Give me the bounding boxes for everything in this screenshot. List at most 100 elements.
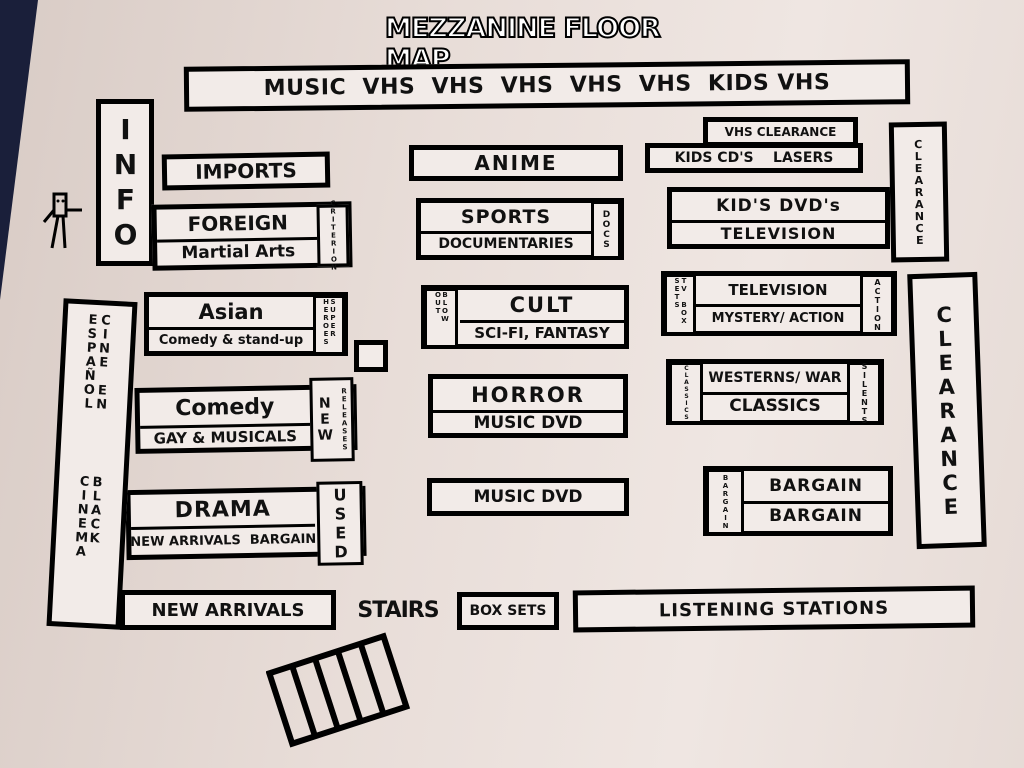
listening-stations-section: LISTENING STATIONS bbox=[572, 585, 976, 633]
docs-text: DOCS bbox=[601, 210, 612, 250]
sports-label: SPORTS bbox=[421, 203, 591, 234]
asian-label: Asian bbox=[149, 297, 313, 330]
music-dvd-label-1: MUSIC DVD bbox=[473, 413, 583, 433]
listening-stations-label: LISTENING STATIONS bbox=[658, 597, 890, 621]
anime-label: ANIME bbox=[474, 151, 558, 175]
clearance-big-section: CLEARANCE bbox=[907, 271, 987, 550]
new-releases-tab: NEW RELEASES bbox=[309, 377, 355, 462]
imports-label: IMPORTS bbox=[195, 158, 297, 184]
westerns-war-label: WESTERNS/ WAR bbox=[703, 364, 847, 395]
classics-label: CLASSICS bbox=[729, 396, 821, 416]
asian-section: Asian Comedy & stand-up SUPER HEROES bbox=[144, 292, 348, 356]
new-arrivals-label: NEW ARRIVALS bbox=[151, 599, 305, 621]
bargain-side-label: BARGAIN bbox=[709, 472, 741, 532]
criterion-tab: CRITERION bbox=[316, 200, 350, 272]
box-sets-label: BOX SETS bbox=[469, 603, 547, 619]
super-heroes-label: SUPER HEROES bbox=[316, 298, 342, 352]
kids-cds-lasers-label: KIDS CD'S LASERS bbox=[674, 150, 834, 166]
clearance-small-section: CLEARANCE bbox=[888, 121, 950, 263]
criterion-label: CRITERION bbox=[320, 200, 347, 272]
clearance-big-text: CLEARANCE bbox=[931, 302, 964, 519]
horror-section: HORROR MUSIC DVD bbox=[428, 374, 628, 438]
television-label-1: TELEVISION bbox=[720, 223, 837, 243]
television-mystery-section: TV BOX SETS TELEVISION MYSTERY/ ACTION A… bbox=[661, 271, 897, 336]
blow-out-tab: BLOW OUT bbox=[424, 288, 458, 348]
music-dvd-section: MUSIC DVD bbox=[427, 478, 629, 516]
martial-arts-label: Martial Arts bbox=[181, 241, 296, 264]
sports-section: SPORTS DOCUMENTARIES DOCS bbox=[416, 198, 624, 260]
criterion-text: CRITERION bbox=[328, 199, 339, 272]
classics-side-label: CLASSICS bbox=[672, 365, 700, 421]
westerns-classics-section: CLASSICS WESTERNS/ WAR CLASSICS SILENTS bbox=[666, 359, 884, 425]
comedy-label: Comedy bbox=[139, 389, 311, 429]
super-heroes-tab: SUPER HEROES bbox=[313, 295, 345, 355]
kids-dvds-label: KID'S DVD's bbox=[672, 192, 885, 223]
clearance-big-label: CLEARANCE bbox=[912, 277, 981, 544]
cult-section: BLOW OUT CULT SCI-FI, FANTASY bbox=[421, 285, 629, 349]
television-label-2: TELEVISION bbox=[696, 276, 860, 307]
foreign-section: FOREIGN Martial Arts CRITERION bbox=[151, 200, 353, 272]
box-sets-section: BOX SETS bbox=[457, 592, 559, 630]
releases-text: RELEASES bbox=[339, 387, 350, 452]
new-text: NEW bbox=[316, 395, 334, 444]
vhs-clearance-label: VHS CLEARANCE bbox=[724, 125, 837, 139]
info-text: INFO bbox=[109, 112, 142, 253]
bargain-label-1: BARGAIN bbox=[744, 471, 888, 504]
tv-box-sets-tab: TV BOX SETS bbox=[664, 274, 696, 335]
stick-figure-icon bbox=[42, 192, 82, 249]
small-square-marker bbox=[354, 340, 388, 372]
super-heroes-text: SUPER HEROES bbox=[322, 298, 337, 346]
stairs-icon bbox=[266, 632, 411, 748]
blow-out-text: BLOW OUT bbox=[434, 291, 449, 323]
tv-box-sets-text: TV BOX SETS bbox=[673, 277, 688, 325]
documentaries-label: DOCUMENTARIES bbox=[438, 236, 574, 252]
docs-label: DOCS bbox=[594, 204, 618, 256]
releases-label: RELEASES bbox=[334, 380, 353, 458]
info-section: INFO bbox=[96, 99, 154, 266]
top-bar-label: MUSIC VHS VHS VHS VHS VHS KIDS VHS bbox=[263, 70, 831, 101]
imports-section: IMPORTS bbox=[161, 151, 331, 191]
mystery-action-label: MYSTERY/ ACTION bbox=[711, 310, 845, 326]
clearance-small-label: CLEARANCE bbox=[894, 127, 944, 258]
stairs-label: STAIRS bbox=[357, 597, 439, 623]
bargain-label-2: BARGAIN bbox=[769, 506, 863, 526]
used-tab: USED bbox=[316, 480, 364, 566]
music-dvd-label-2: MUSIC DVD bbox=[473, 487, 583, 507]
scifi-fantasy-label: SCI-FI, FANTASY bbox=[474, 324, 610, 342]
map-title: MEZZANINE FLOOR MAP bbox=[384, 12, 662, 76]
cine-espanol-text: CINE EN ESPAÑOL bbox=[80, 312, 114, 412]
classics-side-tab: CLASSICS bbox=[669, 362, 703, 424]
new-arrivals-bargain-label: NEW ARRIVALS BARGAIN bbox=[130, 531, 317, 550]
action-tab: ACTION bbox=[860, 274, 894, 335]
horror-label: HORROR bbox=[433, 379, 623, 413]
drama-section: DRAMA NEW ARRIVALS BARGAIN USED bbox=[125, 480, 367, 566]
used-text: USED bbox=[330, 485, 351, 562]
clearance-small-text: CLEARANCE bbox=[911, 137, 927, 247]
top-bar-music-vhs: MUSIC VHS VHS VHS VHS VHS KIDS VHS bbox=[183, 59, 911, 112]
black-cinema-label: BLACK CINEMA bbox=[52, 473, 124, 624]
cult-label: CULT bbox=[460, 290, 624, 323]
comedy-section: Comedy GAY & MUSICALS NEW RELEASES bbox=[134, 377, 358, 462]
silents-text: SILENTS bbox=[860, 361, 869, 425]
cine-espanol-label: CINE EN ESPAÑOL bbox=[60, 312, 132, 465]
kids-cds-lasers-section: KIDS CD'S LASERS bbox=[645, 143, 863, 173]
used-label: USED bbox=[319, 484, 360, 563]
bargain-side-tab: BARGAIN bbox=[706, 469, 744, 535]
action-label: ACTION bbox=[863, 277, 891, 332]
bargain-section: BARGAIN BARGAIN BARGAIN bbox=[703, 466, 893, 536]
tv-box-sets-label: TV BOX SETS bbox=[667, 277, 693, 332]
silents-tab: SILENTS bbox=[847, 362, 881, 425]
blow-out-label: BLOW OUT bbox=[427, 291, 455, 345]
anime-section: ANIME bbox=[409, 145, 623, 181]
comedy-standup-label: Comedy & stand-up bbox=[158, 332, 304, 348]
new-arrivals-section: NEW ARRIVALS bbox=[120, 590, 336, 630]
kids-dvds-section: KID'S DVD's TELEVISION bbox=[667, 187, 890, 249]
docs-tab: DOCS bbox=[591, 201, 621, 259]
black-cinema-text: BLACK CINEMA bbox=[73, 474, 106, 559]
action-text: ACTION bbox=[873, 277, 882, 332]
bargain-side-text: BARGAIN bbox=[721, 474, 730, 530]
gay-musicals-label: GAY & MUSICALS bbox=[153, 427, 298, 448]
silents-label: SILENTS bbox=[850, 362, 878, 425]
info-label: INFO bbox=[101, 104, 149, 261]
classics-side-text: CLASSICS bbox=[683, 365, 690, 421]
